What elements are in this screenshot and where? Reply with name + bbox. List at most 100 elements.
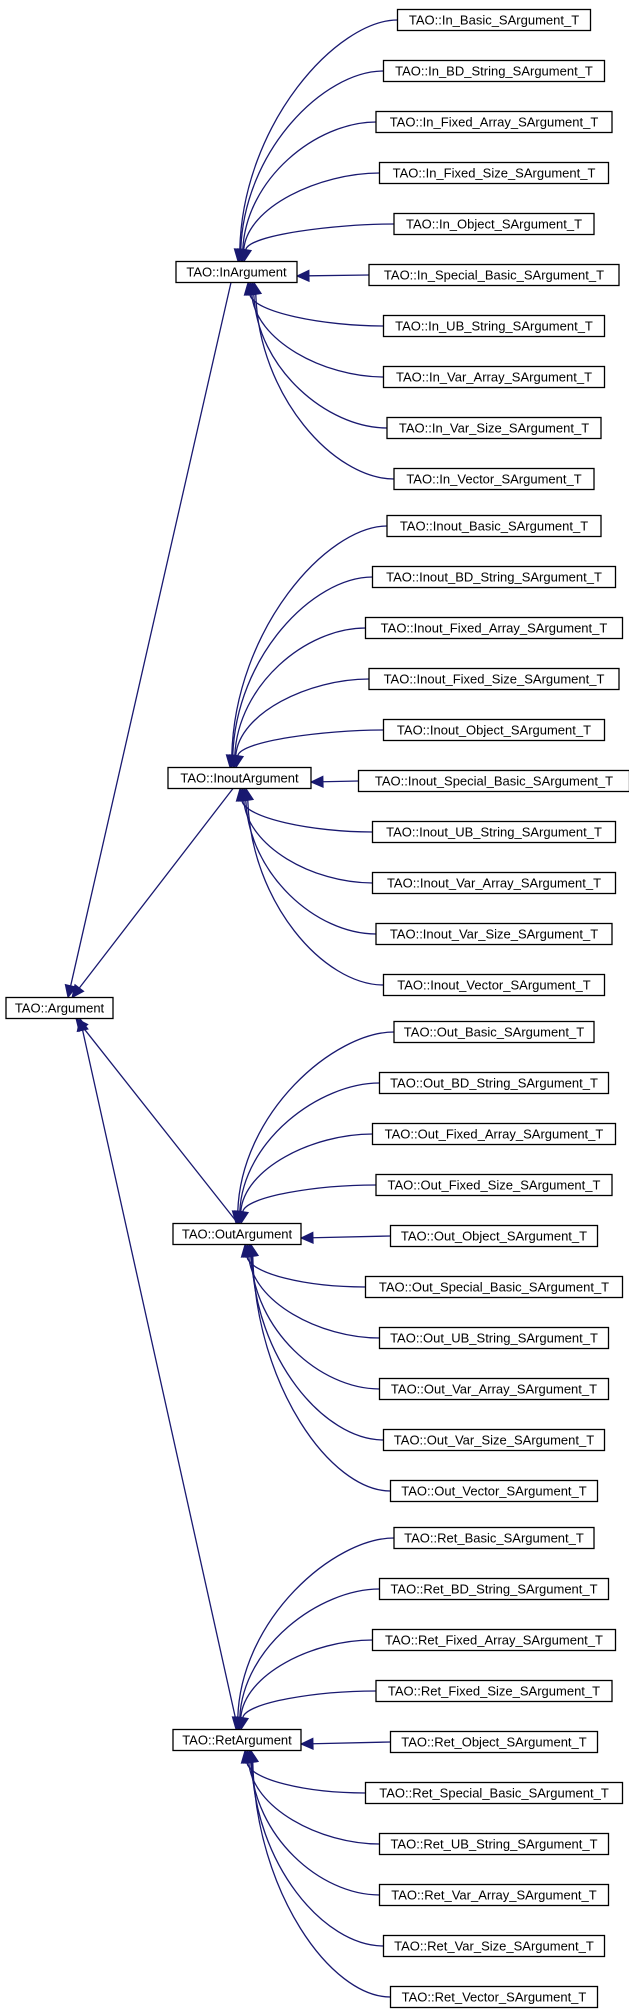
node-argument-label: TAO::Argument — [15, 1001, 105, 1016]
node-inout-ub-string-sargument[interactable]: TAO::Inout_UB_String_SArgument_T — [371, 820, 617, 844]
node-in-vector-sargument-box — [393, 467, 595, 491]
node-ret-fixed-size-sargument-label: TAO::Ret_Fixed_Size_SArgument_T — [388, 1684, 600, 1699]
node-out-fixed-size-sargument-box — [375, 1173, 613, 1197]
edge-ret-object-sargument-to-retargument — [312, 1741, 391, 1745]
edge-ret-object-sargument-to-retargument-arrowhead — [299, 1737, 314, 1750]
edge-out-fixed-array-sargument-to-outargument — [240, 1133, 373, 1212]
node-ret-var-size-sargument-label: TAO::Ret_Var_Size_SArgument_T — [394, 1939, 594, 1954]
node-out-vector-sargument[interactable]: TAO::Out_Vector_SArgument_T — [389, 1479, 599, 1503]
node-in-basic-sargument[interactable]: TAO::In_Basic_SArgument_T — [396, 8, 592, 32]
node-in-fixed-size-sargument-box — [378, 161, 610, 185]
node-outargument[interactable]: TAO::OutArgument — [172, 1222, 302, 1246]
node-in-fixed-array-sargument[interactable]: TAO::In_Fixed_Array_SArgument_T — [375, 110, 613, 134]
node-out-fixed-size-sargument-label: TAO::Out_Fixed_Size_SArgument_T — [388, 1178, 601, 1193]
node-out-var-size-sargument-box — [382, 1428, 606, 1452]
node-out-special-basic-sargument-label: TAO::Out_Special_Basic_SArgument_T — [379, 1280, 609, 1295]
node-ret-vector-sargument-box — [389, 1985, 599, 2009]
node-ret-special-basic-sargument[interactable]: TAO::Ret_Special_Basic_SArgument_T — [364, 1781, 624, 1805]
node-inout-bd-string-sargument-box — [371, 565, 617, 589]
node-inout-bd-string-sargument-label: TAO::Inout_BD_String_SArgument_T — [386, 570, 602, 585]
node-in-var-size-sargument-box — [386, 416, 602, 440]
node-argument[interactable]: TAO::Argument — [5, 996, 114, 1020]
node-in-var-size-sargument[interactable]: TAO::In_Var_Size_SArgument_T — [386, 416, 602, 440]
node-out-fixed-array-sargument[interactable]: TAO::Out_Fixed_Array_SArgument_T — [371, 1122, 617, 1146]
node-inout-fixed-array-sargument-box — [364, 616, 624, 640]
node-out-bd-string-sargument[interactable]: TAO::Out_BD_String_SArgument_T — [378, 1071, 610, 1095]
node-out-ub-string-sargument[interactable]: TAO::Out_UB_String_SArgument_T — [378, 1326, 610, 1350]
node-inout-fixed-array-sargument-label: TAO::Inout_Fixed_Array_SArgument_T — [381, 621, 608, 636]
node-in-fixed-array-sargument-label: TAO::In_Fixed_Array_SArgument_T — [390, 115, 599, 130]
edge-inout-var-size-sargument-to-inoutargument — [245, 800, 377, 935]
node-out-special-basic-sargument-box — [364, 1275, 624, 1299]
edge-out-special-basic-sargument-to-outargument — [246, 1256, 366, 1288]
node-inout-basic-sargument[interactable]: TAO::Inout_Basic_SArgument_T — [386, 514, 602, 538]
edge-out-bd-string-sargument-to-outargument — [239, 1082, 380, 1212]
node-in-bd-string-sargument[interactable]: TAO::In_BD_String_SArgument_T — [382, 59, 606, 83]
node-ret-bd-string-sargument-box — [378, 1577, 610, 1601]
node-ret-ub-string-sargument[interactable]: TAO::Ret_UB_String_SArgument_T — [378, 1832, 610, 1856]
node-ret-fixed-size-sargument[interactable]: TAO::Ret_Fixed_Size_SArgument_T — [375, 1679, 613, 1703]
node-inout-basic-sargument-box — [386, 514, 602, 538]
node-out-vector-sargument-box — [389, 1479, 599, 1503]
node-ret-special-basic-sargument-label: TAO::Ret_Special_Basic_SArgument_T — [379, 1786, 609, 1801]
node-out-fixed-size-sargument[interactable]: TAO::Out_Fixed_Size_SArgument_T — [375, 1173, 613, 1197]
node-in-ub-string-sargument[interactable]: TAO::In_UB_String_SArgument_T — [382, 314, 606, 338]
node-in-vector-sargument[interactable]: TAO::In_Vector_SArgument_T — [393, 467, 595, 491]
node-ret-vector-sargument[interactable]: TAO::Ret_Vector_SArgument_T — [389, 1985, 599, 2009]
node-in-ub-string-sargument-box — [382, 314, 606, 338]
node-inout-var-array-sargument[interactable]: TAO::Inout_Var_Array_SArgument_T — [371, 871, 617, 895]
node-in-fixed-size-sargument[interactable]: TAO::In_Fixed_Size_SArgument_T — [378, 161, 610, 185]
node-inout-vector-sargument[interactable]: TAO::Inout_Vector_SArgument_T — [382, 973, 606, 997]
node-inout-object-sargument[interactable]: TAO::Inout_Object_SArgument_T — [382, 718, 606, 742]
node-inoutargument-label: TAO::InoutArgument — [180, 771, 299, 786]
node-out-basic-sargument[interactable]: TAO::Out_Basic_SArgument_T — [393, 1020, 595, 1044]
node-ret-object-sargument[interactable]: TAO::Ret_Object_SArgument_T — [389, 1730, 599, 1754]
node-in-var-array-sargument[interactable]: TAO::In_Var_Array_SArgument_T — [382, 365, 606, 389]
class-nodes: TAO::Argument TAO::InArgument TAO::In_Basi… — [5, 8, 629, 2009]
edge-out-ub-string-sargument-to-outargument — [248, 1256, 380, 1339]
edge-ret-special-basic-sargument-to-retargument — [246, 1762, 366, 1794]
node-outargument-box — [172, 1222, 302, 1246]
node-ret-basic-sargument[interactable]: TAO::Ret_Basic_SArgument_T — [393, 1526, 595, 1550]
node-ret-var-array-sargument[interactable]: TAO::Ret_Var_Array_SArgument_T — [378, 1883, 610, 1907]
node-inout-special-basic-sargument-box — [357, 769, 629, 793]
node-in-basic-sargument-box — [396, 8, 592, 32]
edge-inout-var-array-sargument-to-inoutargument — [243, 800, 373, 884]
node-out-var-size-sargument[interactable]: TAO::Out_Var_Size_SArgument_T — [382, 1428, 606, 1452]
node-inout-var-size-sargument[interactable]: TAO::Inout_Var_Size_SArgument_T — [375, 922, 613, 946]
node-ret-bd-string-sargument[interactable]: TAO::Ret_BD_String_SArgument_T — [378, 1577, 610, 1601]
node-in-var-array-sargument-label: TAO::In_Var_Array_SArgument_T — [396, 370, 592, 385]
node-retargument-label: TAO::RetArgument — [182, 1733, 292, 1748]
node-out-var-array-sargument[interactable]: TAO::Out_Var_Array_SArgument_T — [378, 1377, 610, 1401]
node-out-var-array-sargument-box — [378, 1377, 610, 1401]
node-ret-special-basic-sargument-box — [364, 1781, 624, 1805]
node-out-object-sargument[interactable]: TAO::Out_Object_SArgument_T — [389, 1224, 599, 1248]
node-in-special-basic-sargument[interactable]: TAO::In_Special_Basic_SArgument_T — [368, 263, 620, 287]
node-retargument[interactable]: TAO::RetArgument — [172, 1728, 302, 1752]
node-inout-special-basic-sargument-label: TAO::Inout_Special_Basic_SArgument_T — [375, 774, 613, 789]
node-outargument-label: TAO::OutArgument — [182, 1227, 293, 1242]
edge-out-vector-sargument-to-outargument — [252, 1256, 391, 1492]
node-ret-fixed-array-sargument[interactable]: TAO::Ret_Fixed_Array_SArgument_T — [371, 1628, 617, 1652]
node-in-object-sargument[interactable]: TAO::In_Object_SArgument_T — [393, 212, 595, 236]
node-inoutargument-box — [167, 766, 312, 790]
edge-in-basic-sargument-to-inargument — [239, 19, 398, 250]
node-inoutargument[interactable]: TAO::InoutArgument — [167, 766, 312, 790]
node-inout-bd-string-sargument[interactable]: TAO::Inout_BD_String_SArgument_T — [371, 565, 617, 589]
node-inargument[interactable]: TAO::InArgument — [175, 260, 298, 284]
edge-inout-bd-string-sargument-to-inoutargument — [232, 576, 373, 756]
edge-in-object-sargument-to-inargument — [245, 223, 395, 250]
node-inout-special-basic-sargument[interactable]: TAO::Inout_Special_Basic_SArgument_T — [357, 769, 629, 793]
edge-ret-fixed-array-sargument-to-retargument — [240, 1639, 373, 1718]
node-inout-fixed-size-sargument[interactable]: TAO::Inout_Fixed_Size_SArgument_T — [368, 667, 620, 691]
node-out-special-basic-sargument[interactable]: TAO::Out_Special_Basic_SArgument_T — [364, 1275, 624, 1299]
node-ret-var-size-sargument[interactable]: TAO::Ret_Var_Size_SArgument_T — [382, 1934, 606, 1958]
edge-inout-vector-sargument-to-inoutargument-arrowhead — [241, 787, 255, 802]
node-in-object-sargument-box — [393, 212, 595, 236]
inheritance-edges — [64, 19, 398, 1998]
edge-inout-special-basic-sargument-to-inoutargument — [322, 780, 359, 783]
node-inout-fixed-array-sargument[interactable]: TAO::Inout_Fixed_Array_SArgument_T — [364, 616, 624, 640]
node-out-ub-string-sargument-label: TAO::Out_UB_String_SArgument_T — [390, 1331, 598, 1346]
node-ret-fixed-size-sargument-box — [375, 1679, 613, 1703]
